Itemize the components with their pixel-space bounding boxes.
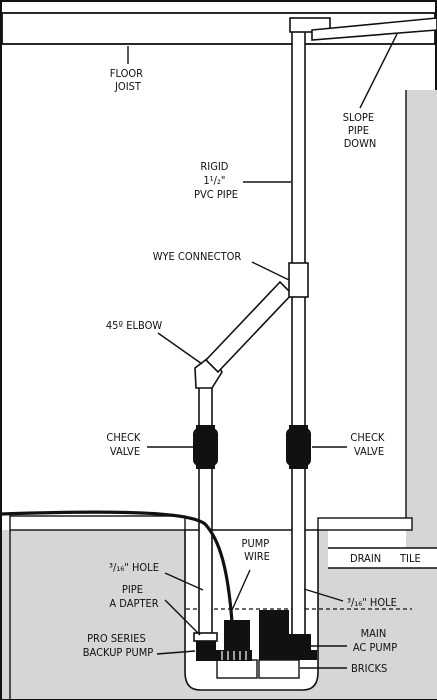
backup-pump [196, 641, 216, 661]
floor-slab-right-top [317, 517, 413, 531]
label-floor-joist: FLOOR JOIST [110, 67, 146, 93]
floor-slab-left-top [9, 515, 186, 531]
wye-connector [288, 262, 309, 298]
label-45-elbow: 45º ELBOW [106, 319, 163, 332]
label-check-valve-right: CHECK VALVE [350, 431, 387, 458]
backup-pump-motor [224, 620, 250, 651]
drain-tile [328, 548, 437, 568]
label-rigid-pvc-pipe: RIGID 1¹/₂" PVC PIPE [194, 160, 238, 201]
slope-pipe [311, 17, 437, 41]
main-pipe [291, 29, 306, 641]
backup-pump-grille [221, 651, 247, 660]
label-bricks: BRICKS [351, 662, 387, 675]
label-hole-right: ³/₁₆" HOLE [347, 596, 397, 609]
label-hole-left: ³/₁₆" HOLE [109, 561, 159, 574]
check-valve-left-band-top [196, 425, 215, 430]
check-valve-left [193, 428, 218, 466]
brick-right [258, 659, 300, 679]
label-pipe-adapter: PIPE A DAPTER [109, 583, 158, 610]
label-drain-tile: DRAIN TILE [350, 552, 421, 565]
backup-pipe [198, 384, 213, 641]
pipe-adapter [193, 632, 218, 642]
main-ac-pump-base [259, 650, 317, 660]
pump-wire [1, 510, 234, 623]
label-slope-pipe-down: SLOPE PIPE DOWN [343, 111, 378, 150]
check-valve-left-band-bottom [196, 464, 215, 469]
floor-slab [2, 530, 437, 699]
check-valve-right [286, 428, 311, 466]
label-wye-connector: WYE CONNECTOR [153, 250, 242, 263]
leader-lines [127, 33, 398, 669]
label-check-valve-left: CHECK VALVE [106, 431, 143, 458]
check-valve-right-band-bottom [289, 464, 308, 469]
label-pump-wire: PUMP WIRE [242, 537, 273, 563]
check-valve-right-band-top [289, 425, 308, 430]
main-ac-pump-motor [259, 610, 289, 652]
brick-left [216, 659, 258, 679]
label-main-ac-pump: MAIN AC PUMP [353, 627, 397, 654]
label-pro-series-backup-pump: PRO SERIES BACKUP PUMP [83, 632, 154, 659]
foundation-wall [406, 90, 437, 560]
